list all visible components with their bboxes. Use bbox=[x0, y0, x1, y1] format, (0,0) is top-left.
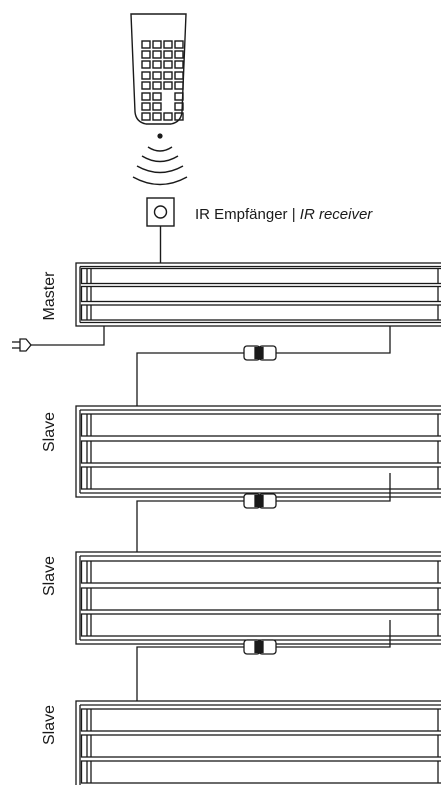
slave-tube-3 bbox=[80, 760, 441, 784]
ir-receiver-label: IR Empfänger | IR receiver bbox=[195, 206, 373, 223]
unit-label-slave: Slave bbox=[41, 412, 58, 452]
cable-connector-icon bbox=[243, 493, 277, 509]
ir-receiver bbox=[146, 197, 175, 263]
slave-tube-3 bbox=[80, 613, 441, 637]
slave-unit bbox=[75, 405, 441, 498]
slave-unit bbox=[75, 700, 441, 785]
unit-label-master: Master bbox=[41, 271, 58, 321]
connection-cable bbox=[136, 326, 391, 406]
slave-tube-2 bbox=[80, 440, 441, 464]
unit-label-slave: Slave bbox=[41, 705, 58, 745]
slave-tube-1 bbox=[80, 708, 441, 732]
receiver-label-de: IR Empfänger bbox=[195, 206, 288, 223]
cable-connector-icon bbox=[243, 345, 277, 361]
slave-tube-1 bbox=[80, 560, 441, 584]
receiver-label-separator: | bbox=[288, 206, 300, 223]
remote-control-icon bbox=[130, 13, 187, 125]
receiver-label-en: IR receiver bbox=[300, 206, 374, 223]
power-cable bbox=[30, 326, 105, 346]
master-tube-2 bbox=[80, 285, 441, 303]
power-plug-icon bbox=[12, 338, 32, 352]
master-unit bbox=[75, 262, 441, 327]
ir-signal-icon bbox=[132, 133, 188, 186]
slave-unit bbox=[75, 551, 441, 645]
slave-tube-2 bbox=[80, 587, 441, 611]
slave-tube-2 bbox=[80, 734, 441, 758]
master-tube-3 bbox=[80, 304, 441, 321]
master-tube-1 bbox=[80, 267, 441, 285]
slave-tube-1 bbox=[80, 413, 441, 437]
cable-connector-icon bbox=[243, 639, 277, 655]
unit-label-slave: Slave bbox=[41, 556, 58, 596]
slave-tube-3 bbox=[80, 466, 441, 490]
